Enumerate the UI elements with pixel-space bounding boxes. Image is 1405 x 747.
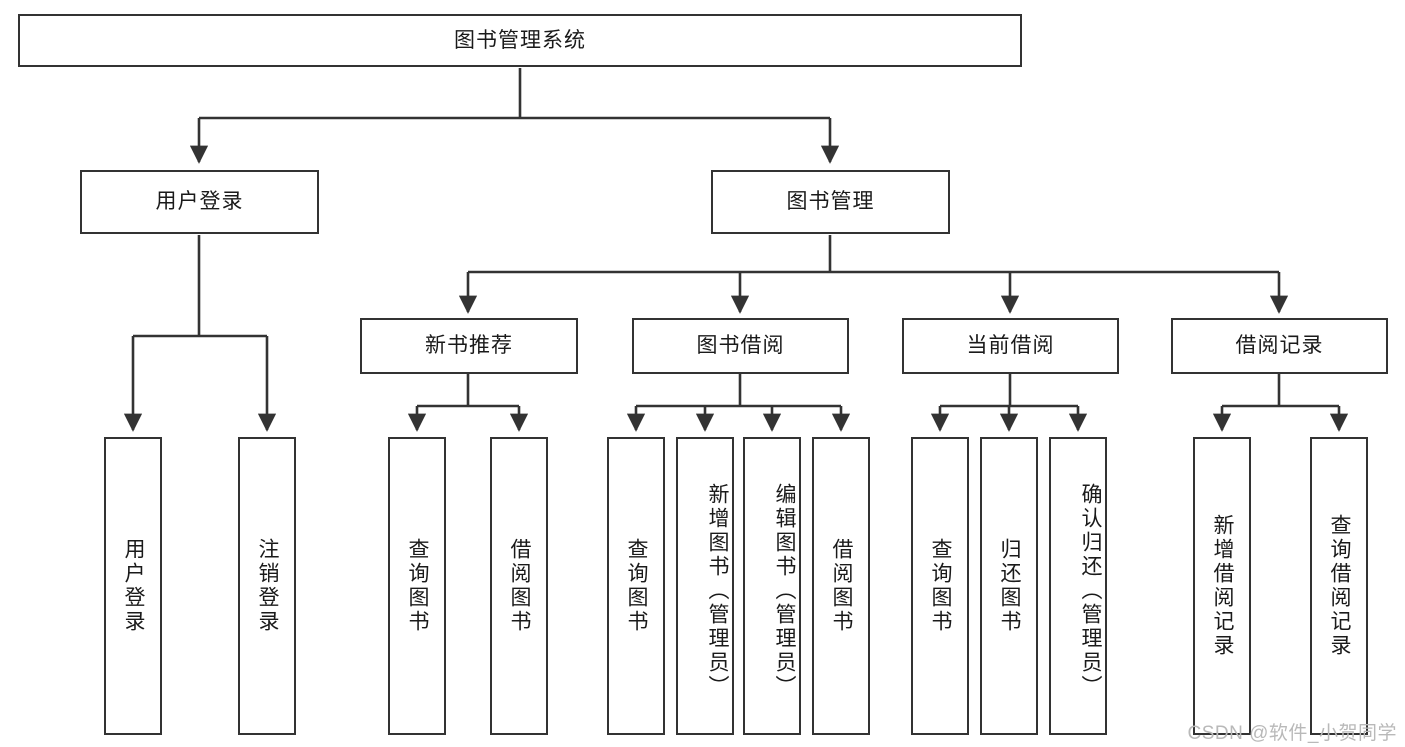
node-label: 新增借阅记录 bbox=[1211, 514, 1234, 658]
leaf-new-book-borrow-book[interactable]: 借阅图书 bbox=[490, 437, 548, 735]
node-label: 图书管理系统 bbox=[454, 28, 586, 52]
node-label: 查询图书 bbox=[406, 538, 429, 634]
leaf-current-borrow-confirm-return-admin[interactable]: 确认归还（管理员） bbox=[1049, 437, 1107, 735]
node-book-borrow[interactable]: 图书借阅 bbox=[632, 318, 849, 374]
node-user-login[interactable]: 用户登录 bbox=[80, 170, 319, 234]
node-label: 注销登录 bbox=[256, 538, 279, 634]
node-label: 用户登录 bbox=[122, 538, 145, 634]
leaf-book-borrow-add-book-admin[interactable]: 新增图书（管理员） bbox=[676, 437, 734, 735]
leaf-new-book-query-book[interactable]: 查询图书 bbox=[388, 437, 446, 735]
node-label: 用户登录 bbox=[155, 190, 244, 214]
leaf-book-borrow-borrow-book[interactable]: 借阅图书 bbox=[812, 437, 870, 735]
node-label: 新增图书（管理员） bbox=[706, 483, 729, 699]
leaf-user-login-logout[interactable]: 注销登录 bbox=[238, 437, 296, 735]
leaf-current-borrow-query-book[interactable]: 查询图书 bbox=[911, 437, 969, 735]
node-label: 归还图书 bbox=[998, 538, 1021, 634]
node-label: 查询借阅记录 bbox=[1328, 514, 1351, 658]
node-root-book-management-system[interactable]: 图书管理系统 bbox=[18, 14, 1022, 67]
node-current-borrow[interactable]: 当前借阅 bbox=[902, 318, 1119, 374]
watermark-text: CSDN @软件_小贺同学 bbox=[1187, 723, 1397, 744]
node-label: 查询图书 bbox=[929, 538, 952, 634]
node-label: 编辑图书（管理员） bbox=[773, 483, 796, 699]
node-label: 图书管理 bbox=[786, 190, 875, 214]
node-label: 借阅记录 bbox=[1235, 334, 1324, 358]
node-book-management[interactable]: 图书管理 bbox=[711, 170, 950, 234]
leaf-borrow-record-add-record[interactable]: 新增借阅记录 bbox=[1193, 437, 1251, 735]
leaf-user-login-login[interactable]: 用户登录 bbox=[104, 437, 162, 735]
leaf-borrow-record-query-record[interactable]: 查询借阅记录 bbox=[1310, 437, 1368, 735]
node-new-book-recommend[interactable]: 新书推荐 bbox=[360, 318, 578, 374]
node-label: 借阅图书 bbox=[830, 538, 853, 634]
leaf-current-borrow-return-book[interactable]: 归还图书 bbox=[980, 437, 1038, 735]
node-label: 当前借阅 bbox=[966, 334, 1055, 358]
node-label: 图书借阅 bbox=[696, 334, 785, 358]
node-label: 查询图书 bbox=[625, 538, 648, 634]
node-label: 新书推荐 bbox=[425, 334, 513, 358]
node-label: 确认归还（管理员） bbox=[1079, 483, 1102, 699]
leaf-book-borrow-query-book[interactable]: 查询图书 bbox=[607, 437, 665, 735]
node-borrow-record[interactable]: 借阅记录 bbox=[1171, 318, 1388, 374]
node-label: 借阅图书 bbox=[508, 538, 531, 634]
leaf-book-borrow-edit-book-admin[interactable]: 编辑图书（管理员） bbox=[743, 437, 801, 735]
